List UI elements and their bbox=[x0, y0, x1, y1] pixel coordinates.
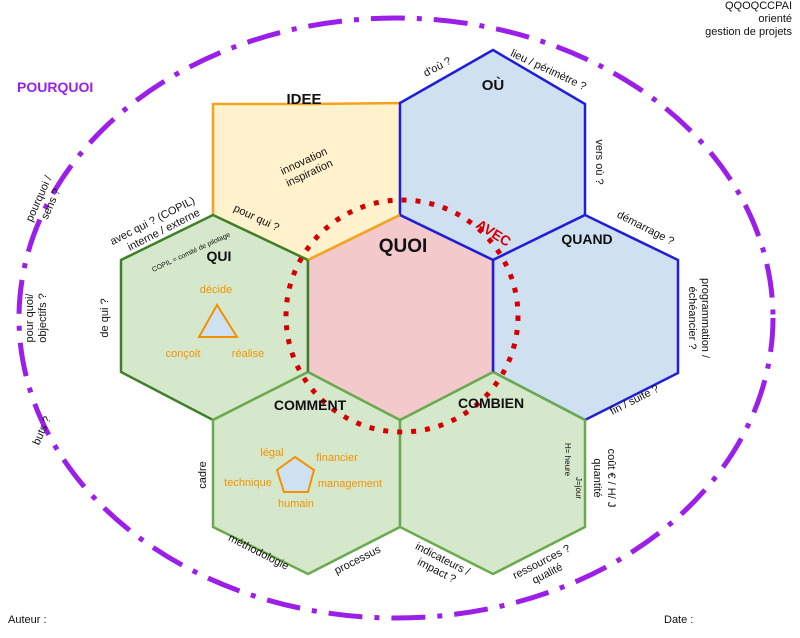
combien-heure: H= heure bbox=[563, 443, 572, 477]
title-comment: COMMENT bbox=[274, 397, 347, 413]
ann-echeancier: échéancier ? bbox=[686, 287, 698, 350]
author-label: Auteur : bbox=[8, 614, 47, 626]
comment-pentagon bbox=[275, 455, 316, 493]
ann-programmation: programmation / bbox=[699, 278, 711, 359]
comment-humain: humain bbox=[278, 498, 314, 510]
pourquoi-label: POURQUOI bbox=[17, 79, 93, 95]
ann-cout: coût € / H/ J bbox=[605, 449, 617, 508]
qui-realise: réalise bbox=[232, 348, 264, 360]
header-subtitle-2: gestion de projets bbox=[705, 26, 792, 38]
qui-triangle bbox=[197, 303, 239, 338]
date-label: Date : bbox=[664, 614, 694, 626]
title-combien: COMBIEN bbox=[458, 395, 524, 411]
hex-quoi bbox=[308, 215, 493, 420]
ann-pour-quoi: pour quoi/ bbox=[24, 293, 36, 343]
title-quoi: QUOI bbox=[379, 236, 428, 257]
qui-concoit: conçoit bbox=[166, 348, 201, 360]
ann-buts: buts ? bbox=[31, 415, 54, 447]
comment-financier: financier bbox=[316, 452, 358, 464]
comment-management: management bbox=[318, 478, 382, 490]
title-qui: QUI bbox=[207, 248, 232, 264]
qui-decide: décide bbox=[200, 284, 232, 296]
pourquoi-circle bbox=[16, 15, 776, 621]
ann-de-qui: de qui ? bbox=[99, 298, 111, 337]
comment-technique: technique bbox=[224, 477, 272, 489]
title-idee: IDEE bbox=[286, 91, 321, 108]
header-title: QQOQCCPAI bbox=[724, 0, 792, 12]
avec-circle bbox=[283, 197, 521, 435]
title-ou: OÙ bbox=[482, 76, 505, 94]
ann-cadre: cadre bbox=[197, 461, 209, 489]
header-subtitle-1: orienté bbox=[758, 13, 792, 25]
comment-legal: légal bbox=[260, 447, 283, 459]
ann-quantite: quantité bbox=[591, 458, 603, 497]
ann-objectifs: objectifs ? bbox=[37, 293, 49, 343]
title-quand: QUAND bbox=[561, 231, 612, 247]
ann-vers-ou: vers où ? bbox=[593, 139, 605, 184]
combien-jour: J=jour bbox=[574, 477, 583, 499]
header-block: QQOQCCPAI orienté gestion de projets bbox=[705, 0, 792, 39]
